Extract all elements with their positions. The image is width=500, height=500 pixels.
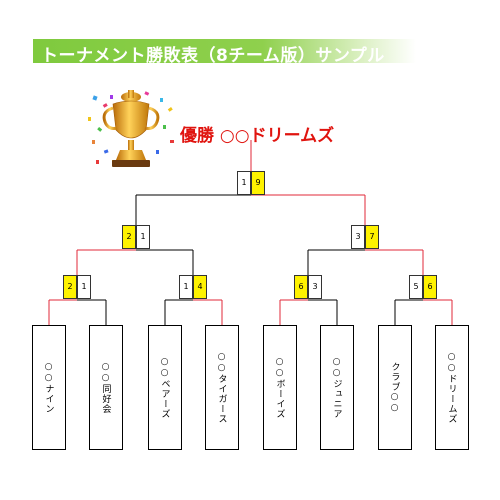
team-box: ○○同好会: [89, 325, 123, 450]
r1-match3-score-left: 6: [294, 275, 308, 299]
team-box: ○○ドリームズ: [435, 325, 469, 450]
semi1-score-left: 2: [122, 225, 136, 249]
r1-match3-score-right: 3: [308, 275, 322, 299]
r1-match1-score-right: 1: [77, 275, 91, 299]
r1-match2-score-right: 4: [193, 275, 207, 299]
r1-match4-score-right: 6: [423, 275, 437, 299]
team-box: ○○ナイン: [32, 325, 66, 450]
team-name: ○○ジュニア: [331, 356, 342, 419]
title-bar: トーナメント勝敗表（8チーム版）サンプル: [33, 39, 416, 66]
semi2-score-left: 3: [351, 225, 365, 249]
final-score-right: 9: [251, 171, 265, 195]
page-title: トーナメント勝敗表（8チーム版）サンプル: [41, 46, 385, 66]
team-name: ○○ベアーズ: [159, 356, 170, 419]
team-name: クラブ○○: [389, 361, 400, 414]
final-score-left: 1: [237, 171, 251, 195]
semi1-score-right: 1: [136, 225, 150, 249]
r1-match4-score-left: 5: [409, 275, 423, 299]
r1-match1-score-left: 2: [63, 275, 77, 299]
team-box: ○○ジュニア: [320, 325, 354, 450]
winner-label: 優勝 ○○ドリームズ: [180, 126, 335, 146]
team-box: ○○ベアーズ: [148, 325, 182, 450]
team-name: ○○ボーイズ: [274, 356, 285, 419]
team-name: ○○ドリームズ: [446, 351, 457, 424]
team-name: ○○ナイン: [43, 361, 54, 414]
semi2-score-right: 7: [365, 225, 379, 249]
team-name: ○○同好会: [100, 361, 111, 414]
r1-match2-score-left: 1: [179, 275, 193, 299]
team-box: ○○ボーイズ: [263, 325, 297, 450]
team-box: ○○タイガース: [205, 325, 239, 450]
team-box: クラブ○○: [378, 325, 412, 450]
team-name: ○○タイガース: [216, 351, 227, 424]
